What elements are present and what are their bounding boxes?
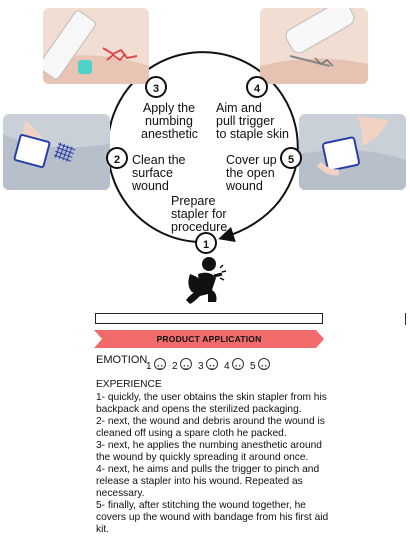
face-icon [232,358,244,370]
step-2-badge: 2 [106,147,128,169]
experience-item-1: 1- quickly, the user obtains the skin st… [96,392,327,415]
progress-outline-box [95,313,323,324]
stapler-anesthetic-photo [43,8,149,84]
experience-item-3: 3- next, he applies the numbing anesthet… [96,440,322,463]
step-1-badge: 1 [195,232,217,254]
experience-heading: EXPERIENCE [96,379,162,390]
stapler-trigger-photo [260,8,368,84]
emotion-level-3: 3 [198,361,204,372]
step-3-badge: 3 [145,76,167,98]
person-kneeling-icon [186,257,227,304]
face-icon [206,358,218,370]
emotion-label: EMOTION [96,354,148,366]
face-icon [154,358,166,370]
experience-item-2: 2- next, the wound and debris around the… [96,416,325,439]
bandage-photo [299,114,406,190]
section-banner-label: PRODUCT APPLICATION [156,334,262,344]
emotion-level-1: 1 [146,361,152,372]
emotion-level-2: 2 [172,361,178,372]
experience-item-5: 5- finally, after stitching the wound to… [96,500,329,535]
clean-wound-photo [3,114,110,190]
emotion-level-5: 5 [250,361,256,372]
emotion-level-4: 4 [224,361,230,372]
section-banner-shape [94,330,324,348]
cycle-arrow [218,169,296,243]
face-icon [258,358,270,370]
step-5-badge: 5 [280,147,302,169]
face-icon [180,358,192,370]
right-edge-mark [405,313,406,325]
experience-item-4: 4- next, he aims and pulls the trigger t… [96,464,320,499]
step-4-badge: 4 [246,76,268,98]
